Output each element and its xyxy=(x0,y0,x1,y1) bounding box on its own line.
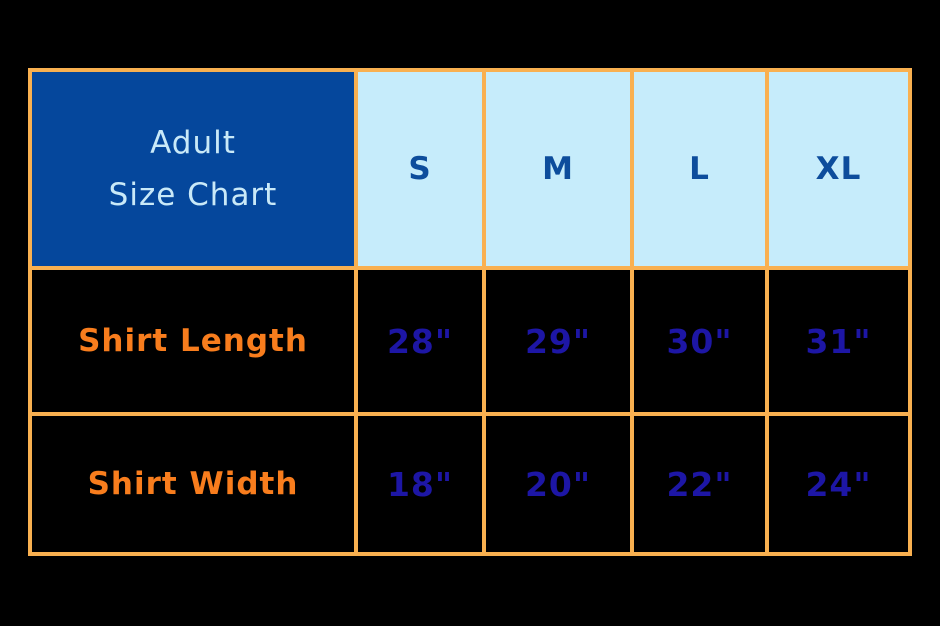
shirt-width-xl-value: 24" xyxy=(769,416,908,552)
table-title-cell: Adult Size Chart xyxy=(32,72,354,266)
shirt-length-l-value: 30" xyxy=(634,270,765,412)
row-label-shirt-length: Shirt Length xyxy=(32,270,354,412)
row-label-shirt-width: Shirt Width xyxy=(32,416,354,552)
size-chart-table: Adult Size Chart S M L XL Shirt Length 2… xyxy=(28,68,912,556)
table-title-line2: Size Chart xyxy=(108,177,278,213)
shirt-width-m-value: 20" xyxy=(486,416,630,552)
shirt-width-s-value: 18" xyxy=(358,416,482,552)
column-header-l: L xyxy=(634,72,765,266)
shirt-length-m-value: 29" xyxy=(486,270,630,412)
shirt-length-s-value: 28" xyxy=(358,270,482,412)
column-header-m: M xyxy=(486,72,630,266)
column-header-xl: XL xyxy=(769,72,908,266)
column-header-s: S xyxy=(358,72,482,266)
table-title-line1: Adult xyxy=(150,125,236,161)
shirt-width-l-value: 22" xyxy=(634,416,765,552)
shirt-length-xl-value: 31" xyxy=(769,270,908,412)
